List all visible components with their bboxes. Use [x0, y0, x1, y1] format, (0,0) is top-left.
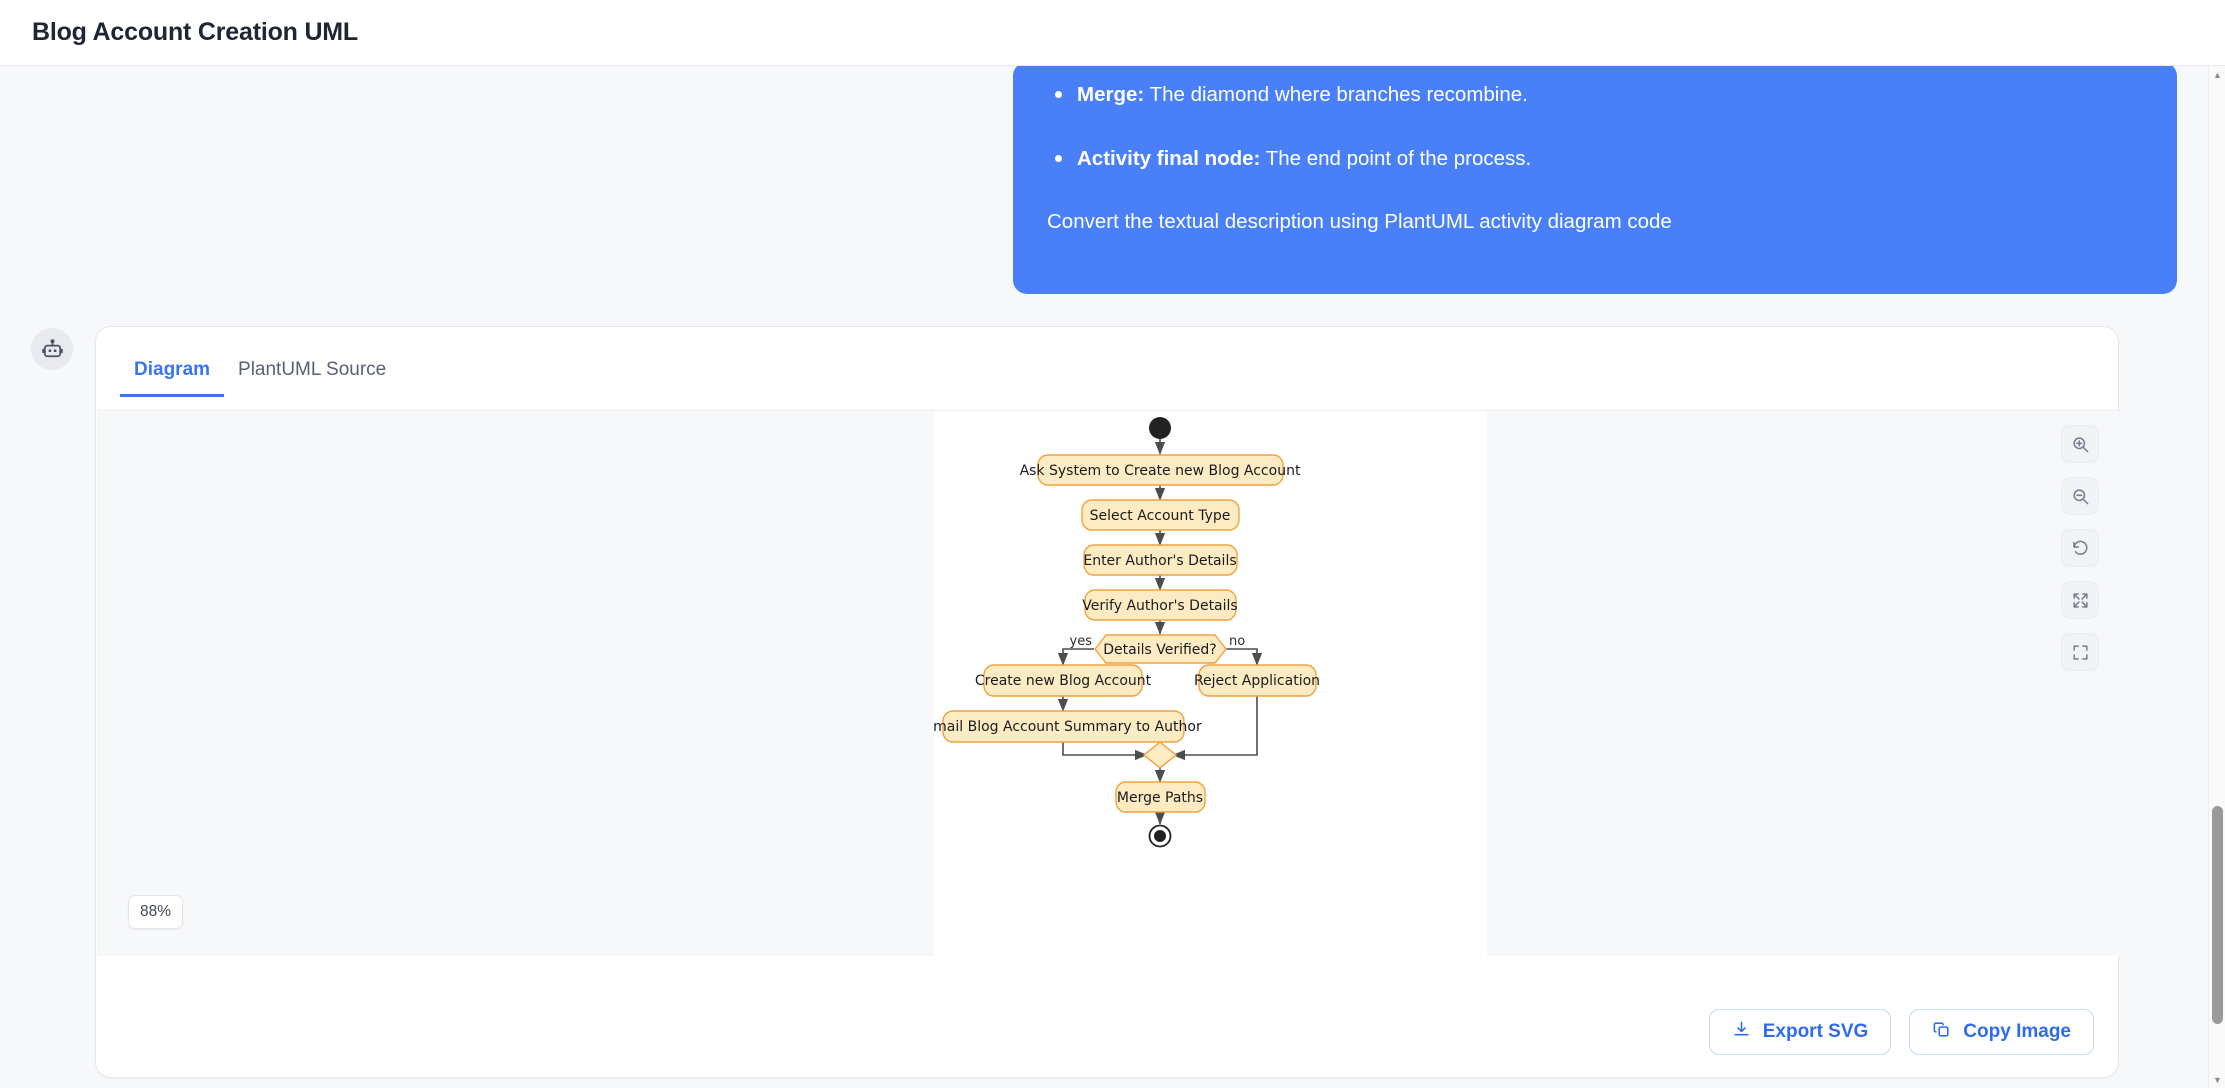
- action-node: Select Account Type: [1081, 499, 1240, 531]
- merge-node: [1142, 741, 1178, 769]
- bullet-text: The end point of the process.: [1260, 146, 1532, 170]
- list-item: Activity final node: The end point of th…: [1047, 144, 2143, 174]
- fullscreen-frame-icon[interactable]: [2061, 633, 2099, 671]
- decision-node: Details Verified?: [1094, 634, 1227, 664]
- robot-icon: [31, 328, 73, 370]
- card-actions: Export SVG Copy Image: [1708, 1009, 2094, 1055]
- message-closing-line: Convert the textual description using Pl…: [1047, 210, 1672, 234]
- bullet-text: The diamond where branches recombine.: [1144, 83, 1528, 106]
- branch-label-no: no: [1229, 634, 1245, 649]
- diagram-canvas[interactable]: Ask System to Create new Blog Account Se…: [97, 410, 2119, 956]
- zoom-in-icon[interactable]: [2061, 425, 2099, 463]
- action-node: Email Blog Account Summary to Author: [934, 710, 1202, 743]
- action-node: Merge Paths: [1115, 781, 1206, 813]
- action-label: Email Blog Account Summary to Author: [934, 719, 1202, 735]
- final-node: [1148, 824, 1172, 848]
- diagram-stage[interactable]: Ask System to Create new Blog Account Se…: [934, 411, 1487, 956]
- action-label: Verify Author's Details: [1082, 598, 1237, 614]
- branch-label-yes: yes: [1070, 634, 1093, 649]
- scroll-down-icon[interactable]: ▼: [2213, 1074, 2222, 1085]
- action-label: Select Account Type: [1090, 508, 1231, 524]
- bullet-term: Merge:: [1077, 83, 1145, 106]
- diagram-controls: [2061, 425, 2099, 671]
- action-label: Enter Author's Details: [1083, 553, 1236, 569]
- action-label: Merge Paths: [1117, 790, 1203, 806]
- scroll-up-icon[interactable]: ▲: [2213, 69, 2222, 80]
- tab-bar: Diagram PlantUML Source: [96, 343, 2118, 397]
- chat-scroll-area[interactable]: Merge: The diamond where branches recomb…: [0, 66, 2208, 1088]
- export-svg-label: Export SVG: [1762, 1021, 1869, 1042]
- copy-icon: [1932, 1020, 1951, 1045]
- diagram-result-card: Diagram PlantUML Source: [95, 326, 2119, 1078]
- action-node: Ask System to Create new Blog Account: [1020, 454, 1301, 486]
- scrollbar-thumb[interactable]: [2212, 806, 2223, 1024]
- app-header: Blog Account Creation UML: [0, 0, 2225, 66]
- action-label: Ask System to Create new Blog Account: [1020, 463, 1301, 479]
- copy-image-button[interactable]: Copy Image: [1909, 1009, 2094, 1055]
- page-title: Blog Account Creation UML: [32, 18, 359, 46]
- action-node: Enter Author's Details: [1083, 544, 1238, 576]
- message-bullet-list: Merge: The diamond where branches recomb…: [1047, 80, 2143, 173]
- action-label: Reject Application: [1194, 673, 1320, 689]
- zoom-level-badge: 88%: [128, 895, 184, 929]
- action-node: Create new Blog Account: [975, 664, 1152, 697]
- reset-rotate-icon[interactable]: [2061, 529, 2099, 567]
- expand-arrows-icon[interactable]: [2061, 581, 2099, 619]
- tab-diagram[interactable]: Diagram: [120, 359, 225, 397]
- vertical-scrollbar[interactable]: ▲ ▼: [2208, 66, 2225, 1088]
- tab-plantuml-source[interactable]: PlantUML Source: [224, 359, 400, 397]
- action-node: Reject Application: [1194, 664, 1320, 697]
- copy-image-label: Copy Image: [1963, 1021, 2071, 1042]
- action-node: Verify Author's Details: [1082, 589, 1238, 621]
- initial-node: [1149, 417, 1171, 439]
- decision-label: Details Verified?: [1103, 642, 1216, 658]
- bullet-term: Activity final node:: [1077, 146, 1261, 170]
- download-icon: [1732, 1020, 1751, 1045]
- user-message-bubble: Merge: The diamond where branches recomb…: [1013, 66, 2177, 294]
- zoom-out-icon[interactable]: [2061, 477, 2099, 515]
- action-label: Create new Blog Account: [975, 673, 1152, 689]
- list-item: Merge: The diamond where branches recomb…: [1047, 80, 2143, 110]
- export-svg-button[interactable]: Export SVG: [1708, 1009, 1892, 1055]
- uml-activity-diagram-svg: Ask System to Create new Blog Account Se…: [934, 417, 1320, 848]
